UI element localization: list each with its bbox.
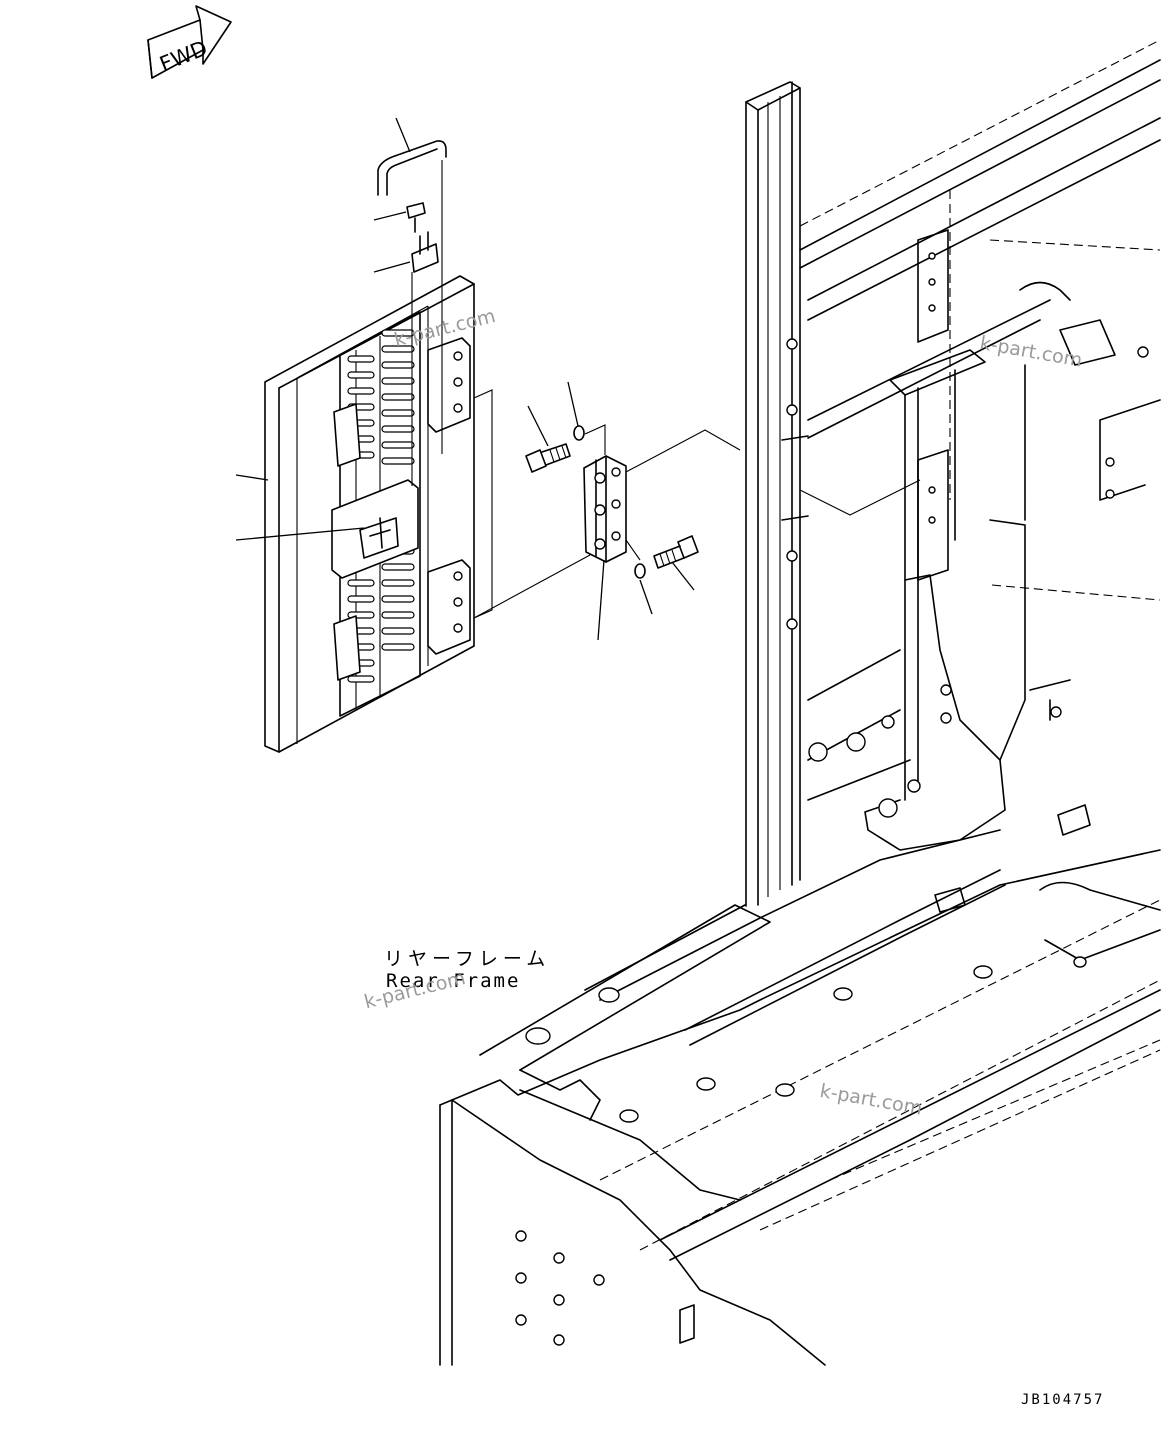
bolts-and-washers [525, 425, 699, 579]
assembly-lines [473, 389, 921, 619]
frame-label-english: Rear Frame [386, 970, 521, 992]
hinge-bracket [583, 455, 627, 563]
drawing-number: JB104757 [1021, 1392, 1105, 1408]
cover-panel [264, 140, 475, 753]
frame-post [745, 81, 809, 907]
frame-label-japanese: リヤーフレーム [384, 948, 551, 970]
frame-chassis [439, 804, 1161, 1366]
frame-upper-members [799, 39, 1161, 801]
frame-center-bracket [864, 229, 1161, 851]
callout-leaders [235, 117, 695, 641]
fwd-arrow: FWD [147, 5, 232, 79]
